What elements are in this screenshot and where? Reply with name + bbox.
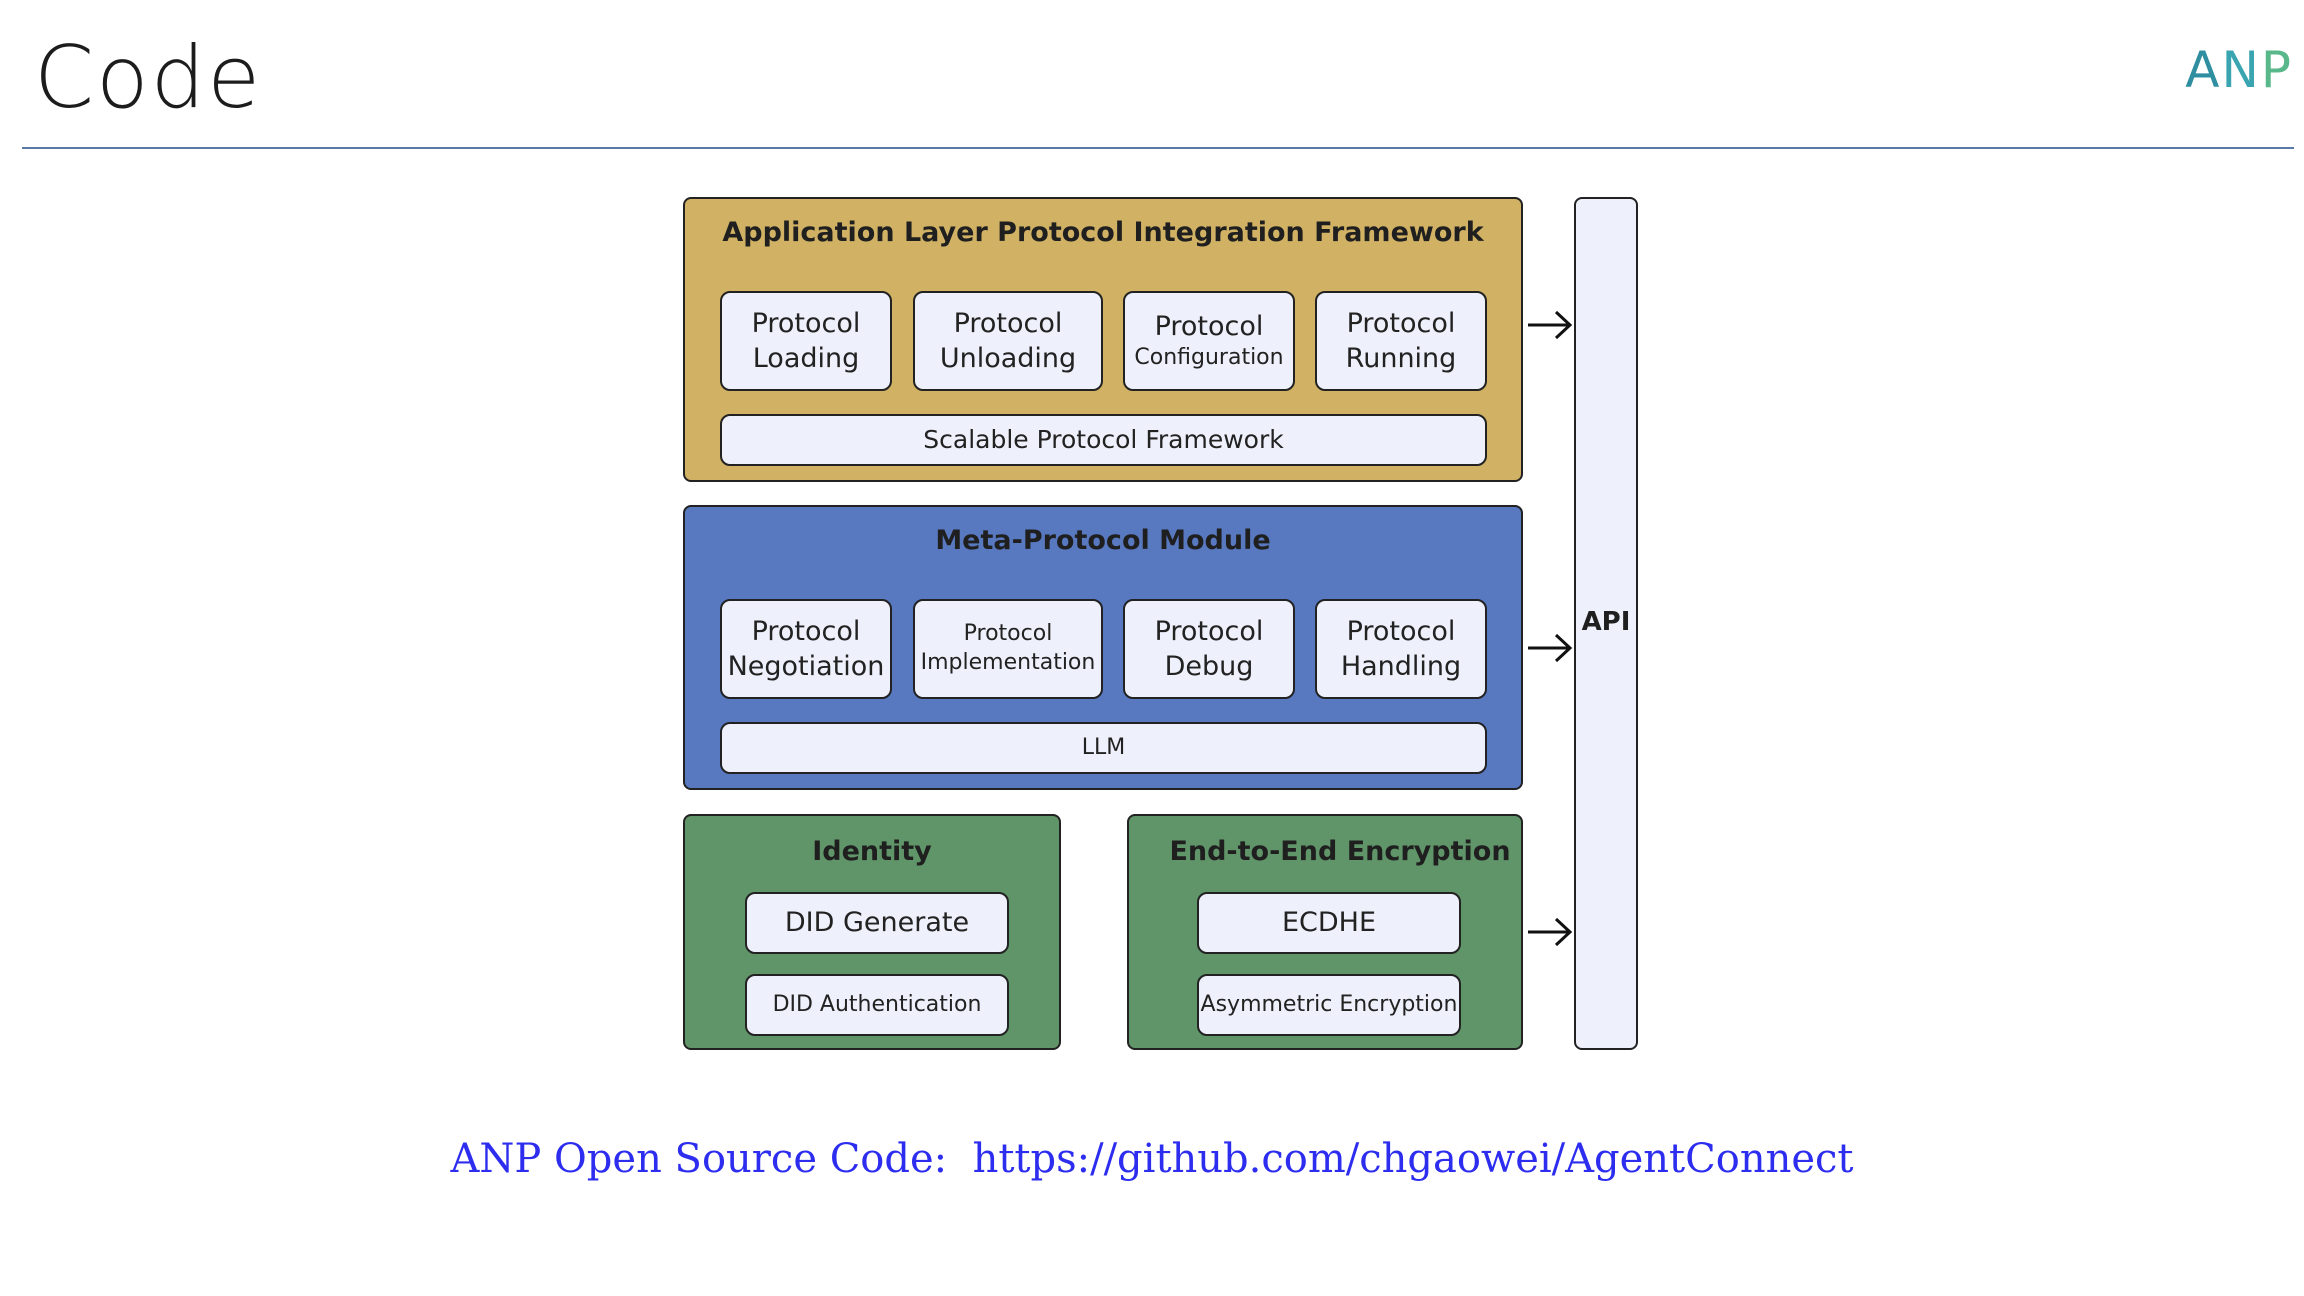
application-layer-title: Application Layer Protocol Integration F… — [722, 217, 1484, 248]
anp-logo: ANP — [2185, 41, 2293, 99]
ecdhe-cell: ECDHE — [1197, 892, 1461, 954]
scalable-protocol-framework-bar: Scalable Protocol Framework — [720, 414, 1487, 466]
arrow-right-icon — [1528, 917, 1573, 947]
arrow-right-icon — [1528, 633, 1573, 663]
slide-title: Code — [34, 28, 263, 128]
did-authentication-cell: DID Authentication — [745, 974, 1009, 1036]
did-generate-cell: DID Generate — [745, 892, 1009, 954]
api-column: API — [1574, 197, 1638, 1050]
api-label: API — [1581, 607, 1631, 637]
encryption-box: End-to-End Encryption ECDHE Asymmetric E… — [1127, 814, 1523, 1050]
source-code-link[interactable]: ANP Open Source Code: https://github.com… — [450, 1136, 1854, 1182]
identity-box: Identity DID Generate DID Authentication — [683, 814, 1061, 1050]
arrow-right-icon — [1528, 310, 1573, 340]
application-layer-box: Application Layer Protocol Integration F… — [683, 197, 1523, 482]
meta-protocol-title: Meta-Protocol Module — [935, 525, 1271, 556]
asymmetric-encryption-cell: Asymmetric Encryption — [1197, 974, 1461, 1036]
title-divider — [22, 147, 2294, 149]
identity-title: Identity — [812, 836, 932, 867]
llm-bar: LLM — [720, 722, 1487, 774]
encryption-title: End-to-End Encryption — [1169, 836, 1511, 867]
